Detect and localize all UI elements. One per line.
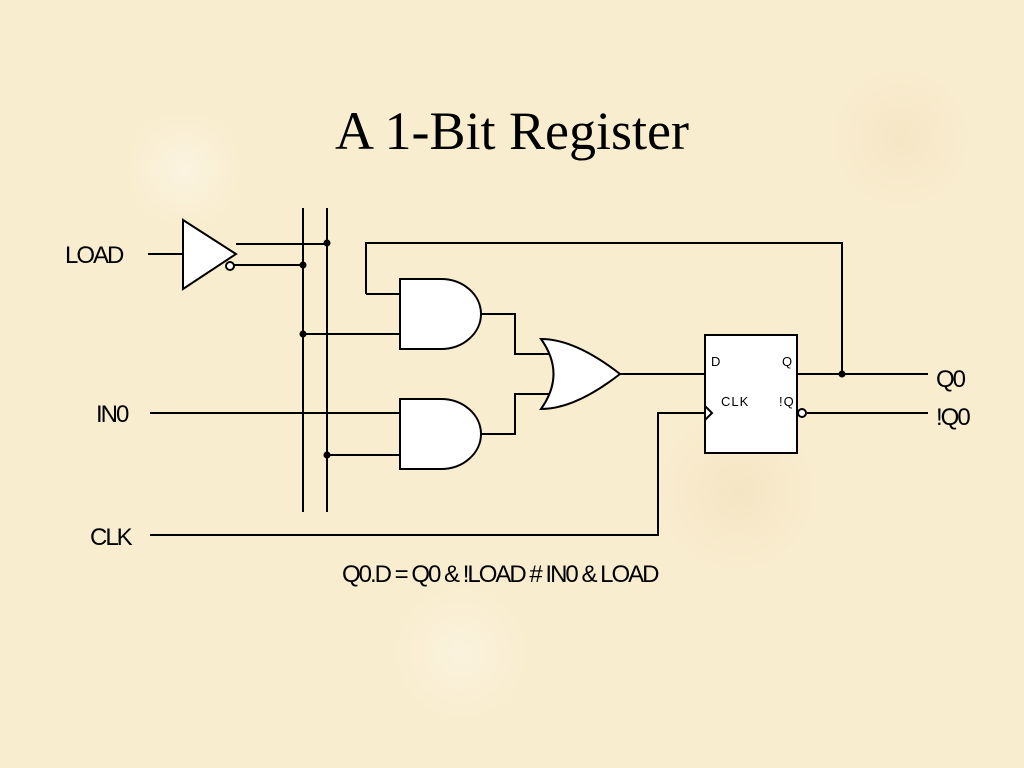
q0-bar-output-label: !Q0 [936,404,970,431]
ff-d-pin-label: D [711,354,721,369]
equation-text: Q0.D = Q0 & !LOAD # IN0 & LOAD [342,561,659,588]
ff-qbar-pin-label: !Q [779,394,795,409]
junction-dot [299,261,307,269]
load-label: LOAD [65,242,124,269]
and1-output-wire [480,313,549,355]
or-gate [539,337,622,411]
feedback-wire [365,242,843,374]
inverter-bubble [225,261,235,271]
junction-dot [323,239,331,247]
and-gate-1 [399,278,482,350]
qbar-inverter-bubble [797,408,807,418]
and2-output-wire [480,393,549,435]
junction-dot [838,370,846,378]
q0-output-label: Q0 [936,366,966,393]
and-gate-2 [399,398,482,470]
slide-title: A 1-Bit Register [335,101,689,161]
ff-clk-pin-label: CLK [721,394,749,409]
in0-label: IN0 [96,401,129,428]
clock-edge-icon [704,405,714,421]
d-flipflop [704,334,798,454]
junction-dot [323,451,331,459]
junction-dot [299,330,307,338]
clk-label: CLK [90,524,133,551]
buffer-gate [182,218,238,291]
ff-q-pin-label: Q [782,354,793,369]
clk-wire [150,412,705,536]
